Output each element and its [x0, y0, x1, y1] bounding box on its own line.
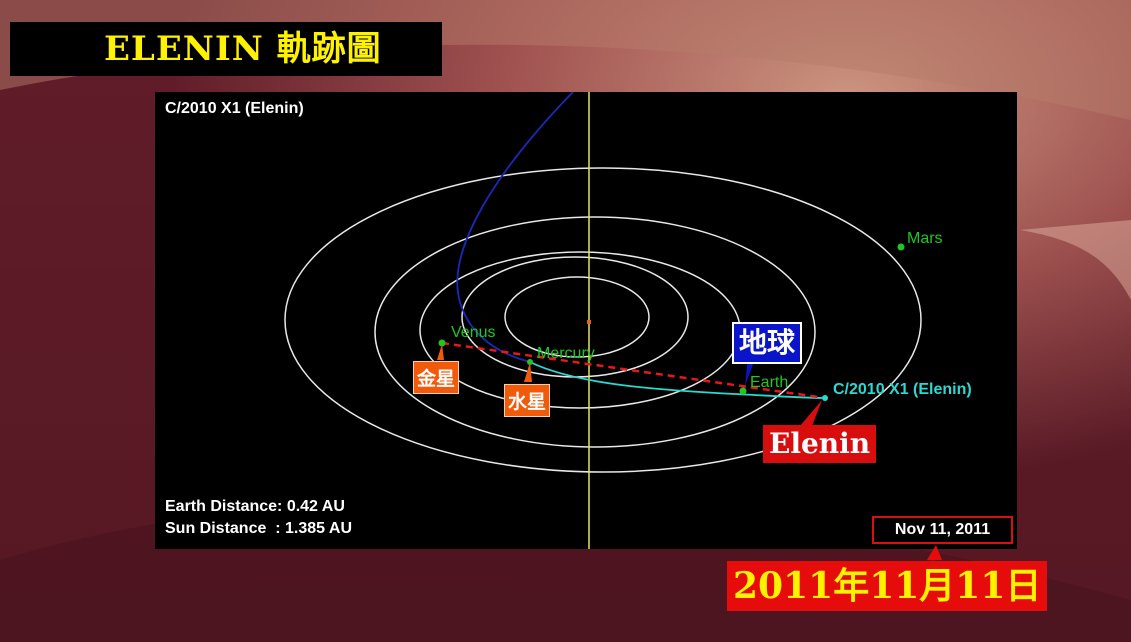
date-callout: 2011年11月11日 [727, 561, 1048, 611]
elenin-callout: Elenin [763, 425, 877, 463]
mercury-label: Mercury [537, 345, 595, 362]
earth-dot [739, 387, 747, 395]
inner-orbit [504, 276, 650, 358]
orbit-panel: C/2010 X1 (Elenin) Venus Mercury Earth M… [155, 92, 1017, 549]
earth-orbit [374, 216, 816, 448]
mars-dot [897, 243, 905, 251]
venus-label: Venus [451, 324, 496, 341]
alignment-line [441, 341, 826, 400]
date-readout: Nov 11, 2011 [872, 516, 1013, 544]
mars-label: Mars [907, 230, 943, 247]
panel-title: C/2010 X1 (Elenin) [165, 100, 304, 117]
comet-dot [822, 395, 828, 401]
earth-distance: Earth Distance: 0.42 AU [165, 498, 345, 515]
mercury-callout: 水星 [504, 384, 551, 417]
title-bar [10, 22, 442, 76]
comet-path-incoming [456, 92, 574, 363]
mars-orbit [284, 167, 922, 473]
comet-label: C/2010 X1 (Elenin) [833, 381, 972, 398]
sun-distance: Sun Distance : 1.385 AU [165, 520, 353, 537]
mercury-dot [527, 359, 533, 365]
orbit-diagram [284, 92, 922, 549]
earth-callout: 地球 [732, 322, 803, 364]
page-title: ELENIN 軌跡圖 [104, 29, 382, 69]
venus-callout: 金星 [413, 361, 460, 394]
venus-dot [438, 339, 446, 347]
comet-path-current [529, 361, 826, 399]
sun-marker [587, 320, 591, 324]
earth-label: Earth [750, 374, 789, 391]
